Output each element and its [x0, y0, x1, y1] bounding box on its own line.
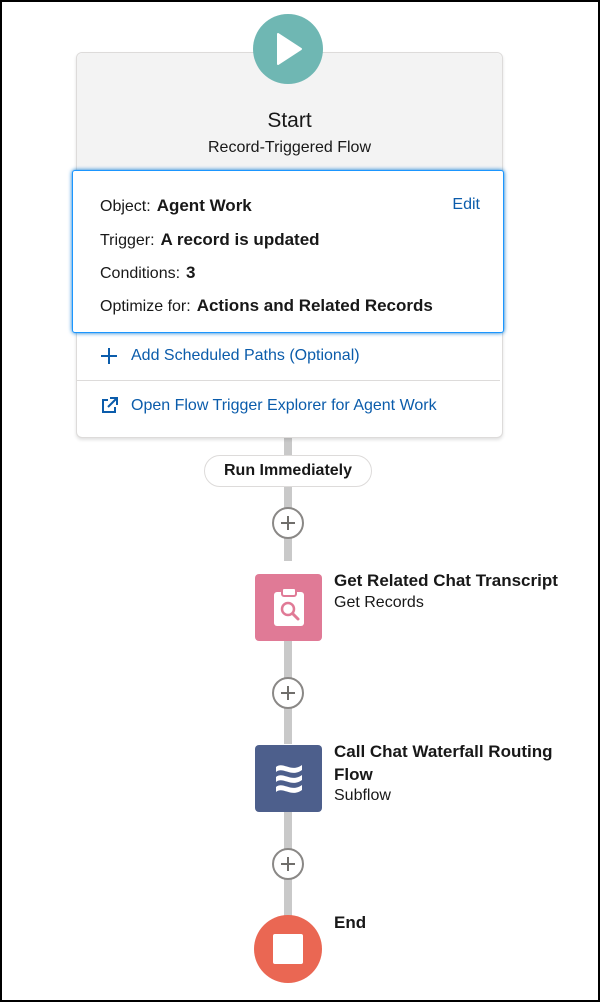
- conditions-row: Conditions: 3: [100, 263, 196, 283]
- start-subtitle: Record-Triggered Flow: [207, 139, 371, 156]
- conditions-label: Conditions:: [100, 265, 181, 282]
- plus-icon: [281, 857, 295, 871]
- object-value: Agent Work: [156, 196, 252, 215]
- add-element-button[interactable]: [272, 848, 304, 880]
- edit-link[interactable]: Edit: [452, 196, 480, 213]
- conditions-value: 3: [186, 263, 196, 282]
- connector-line: [284, 436, 292, 561]
- optimize-row: Optimize for: Actions and Related Records: [100, 296, 433, 316]
- run-immediately-label: Run Immediately: [204, 455, 372, 487]
- get-records-icon: [273, 586, 304, 626]
- object-row: Object: Agent Work: [100, 196, 252, 216]
- object-label: Object:: [100, 198, 151, 215]
- end-title: End: [334, 913, 367, 932]
- plus-icon: [98, 347, 120, 365]
- add-scheduled-paths-link[interactable]: Add Scheduled Paths (Optional): [76, 332, 501, 380]
- get-records-element[interactable]: [255, 574, 322, 641]
- add-scheduled-paths-label: Add Scheduled Paths (Optional): [131, 347, 360, 364]
- divider: [77, 380, 500, 381]
- trigger-label: Trigger:: [100, 232, 155, 249]
- element-type: Subflow: [334, 787, 391, 804]
- end-element[interactable]: [254, 915, 322, 983]
- start-play-icon[interactable]: [253, 14, 323, 84]
- add-element-button[interactable]: [272, 677, 304, 709]
- element-title: Call Chat Waterfall Routing Flow: [334, 740, 553, 786]
- element-title-line: Call Chat Waterfall Routing: [334, 742, 553, 761]
- open-trigger-explorer-link[interactable]: Open Flow Trigger Explorer for Agent Wor…: [76, 382, 501, 430]
- subflow-element[interactable]: [255, 745, 322, 812]
- element-title-line: Flow: [334, 765, 373, 784]
- element-type: Get Records: [334, 594, 424, 611]
- add-element-button[interactable]: [272, 507, 304, 539]
- trigger-row: Trigger: A record is updated: [100, 230, 320, 250]
- external-link-icon: [98, 396, 120, 416]
- stop-icon: [273, 934, 303, 964]
- optimize-label: Optimize for:: [100, 298, 191, 315]
- trigger-value: A record is updated: [160, 230, 320, 249]
- plus-icon: [281, 686, 295, 700]
- trigger-details-panel[interactable]: Object: Agent Work Trigger: A record is up…: [72, 170, 504, 333]
- subflow-icon: [275, 764, 302, 793]
- start-title: Start: [267, 109, 312, 132]
- element-title: Get Related Chat Transcript: [334, 571, 558, 590]
- plus-icon: [281, 516, 295, 530]
- open-trigger-explorer-label: Open Flow Trigger Explorer for Agent Wor…: [131, 397, 437, 414]
- optimize-value: Actions and Related Records: [196, 296, 433, 315]
